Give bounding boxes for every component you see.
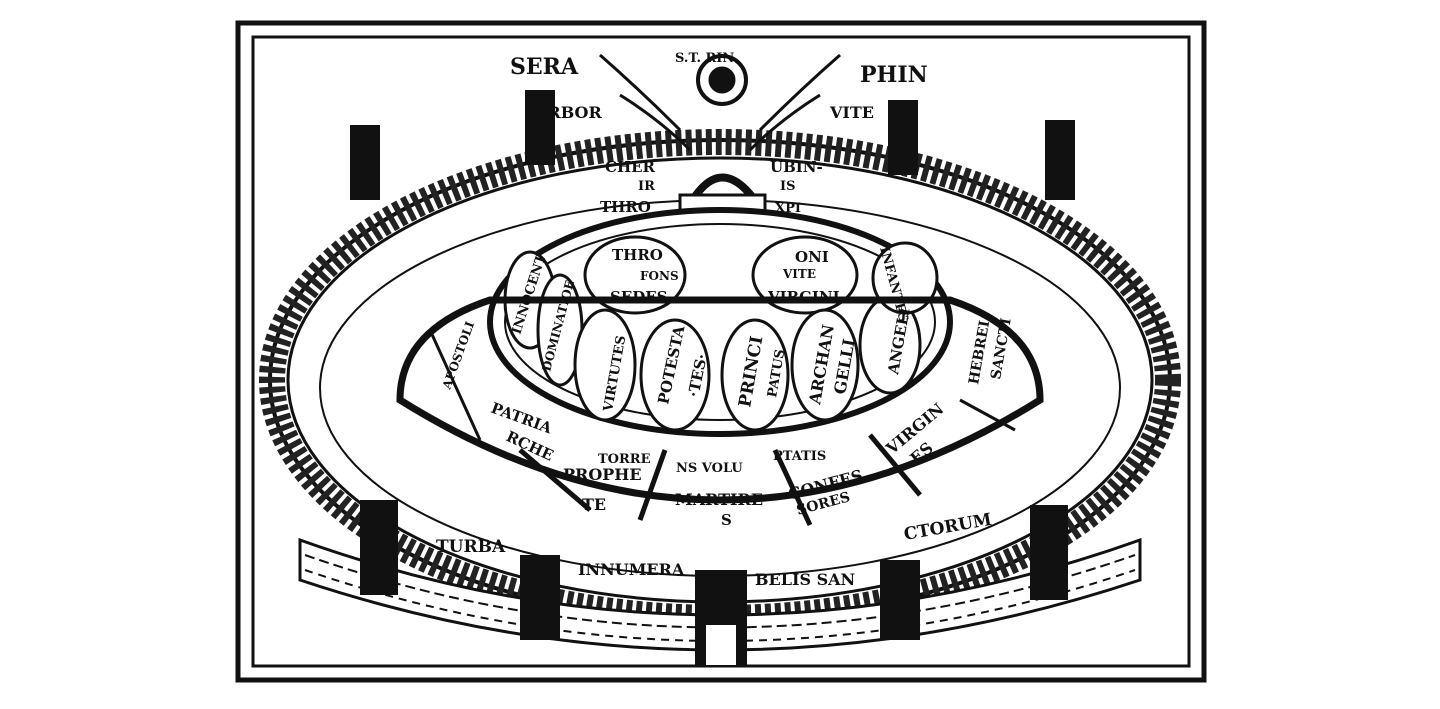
s-label: S [721,511,732,529]
seraphin-left: SERA [510,54,579,80]
prophe-label: PROPHE [563,465,642,484]
throno-label: THRO [600,198,651,216]
trinity-label: S.T. RIN [675,51,734,66]
ptatis-label: PTATIS [773,449,826,464]
seraphin-right: PHIN [860,62,928,88]
outer-ring [396,296,1044,527]
thro-label: THRO [612,246,663,264]
martire-label: MARTIRE [675,490,763,509]
sedes-label: SEDES [610,288,668,306]
vite-inner-label: VITE [782,267,816,281]
xpi-label: XPI [775,201,801,216]
ns-volu-label: NS VOLU [676,461,743,476]
innumera-label: INNUMERA [578,560,685,579]
cherubin-left: CHER [605,158,656,176]
turba-label: TURBA [436,537,506,557]
arbor-label: ARBOR [534,103,602,122]
iris-right: IS [780,179,795,194]
vite-label: VITE [829,103,874,122]
oni-label: ONI [795,248,829,266]
belis-san-label: BELIS SAN [755,570,855,589]
torre-label: TORRE [598,452,651,467]
virgini-label: VIRGINI [767,288,840,306]
towers [350,90,1075,665]
iris-left: IR [638,179,655,194]
tree-of-life [599,53,841,152]
cherubin-right: UBIN- [770,158,823,176]
te-label: TE [582,495,606,514]
fons-label: FONS [640,269,679,283]
